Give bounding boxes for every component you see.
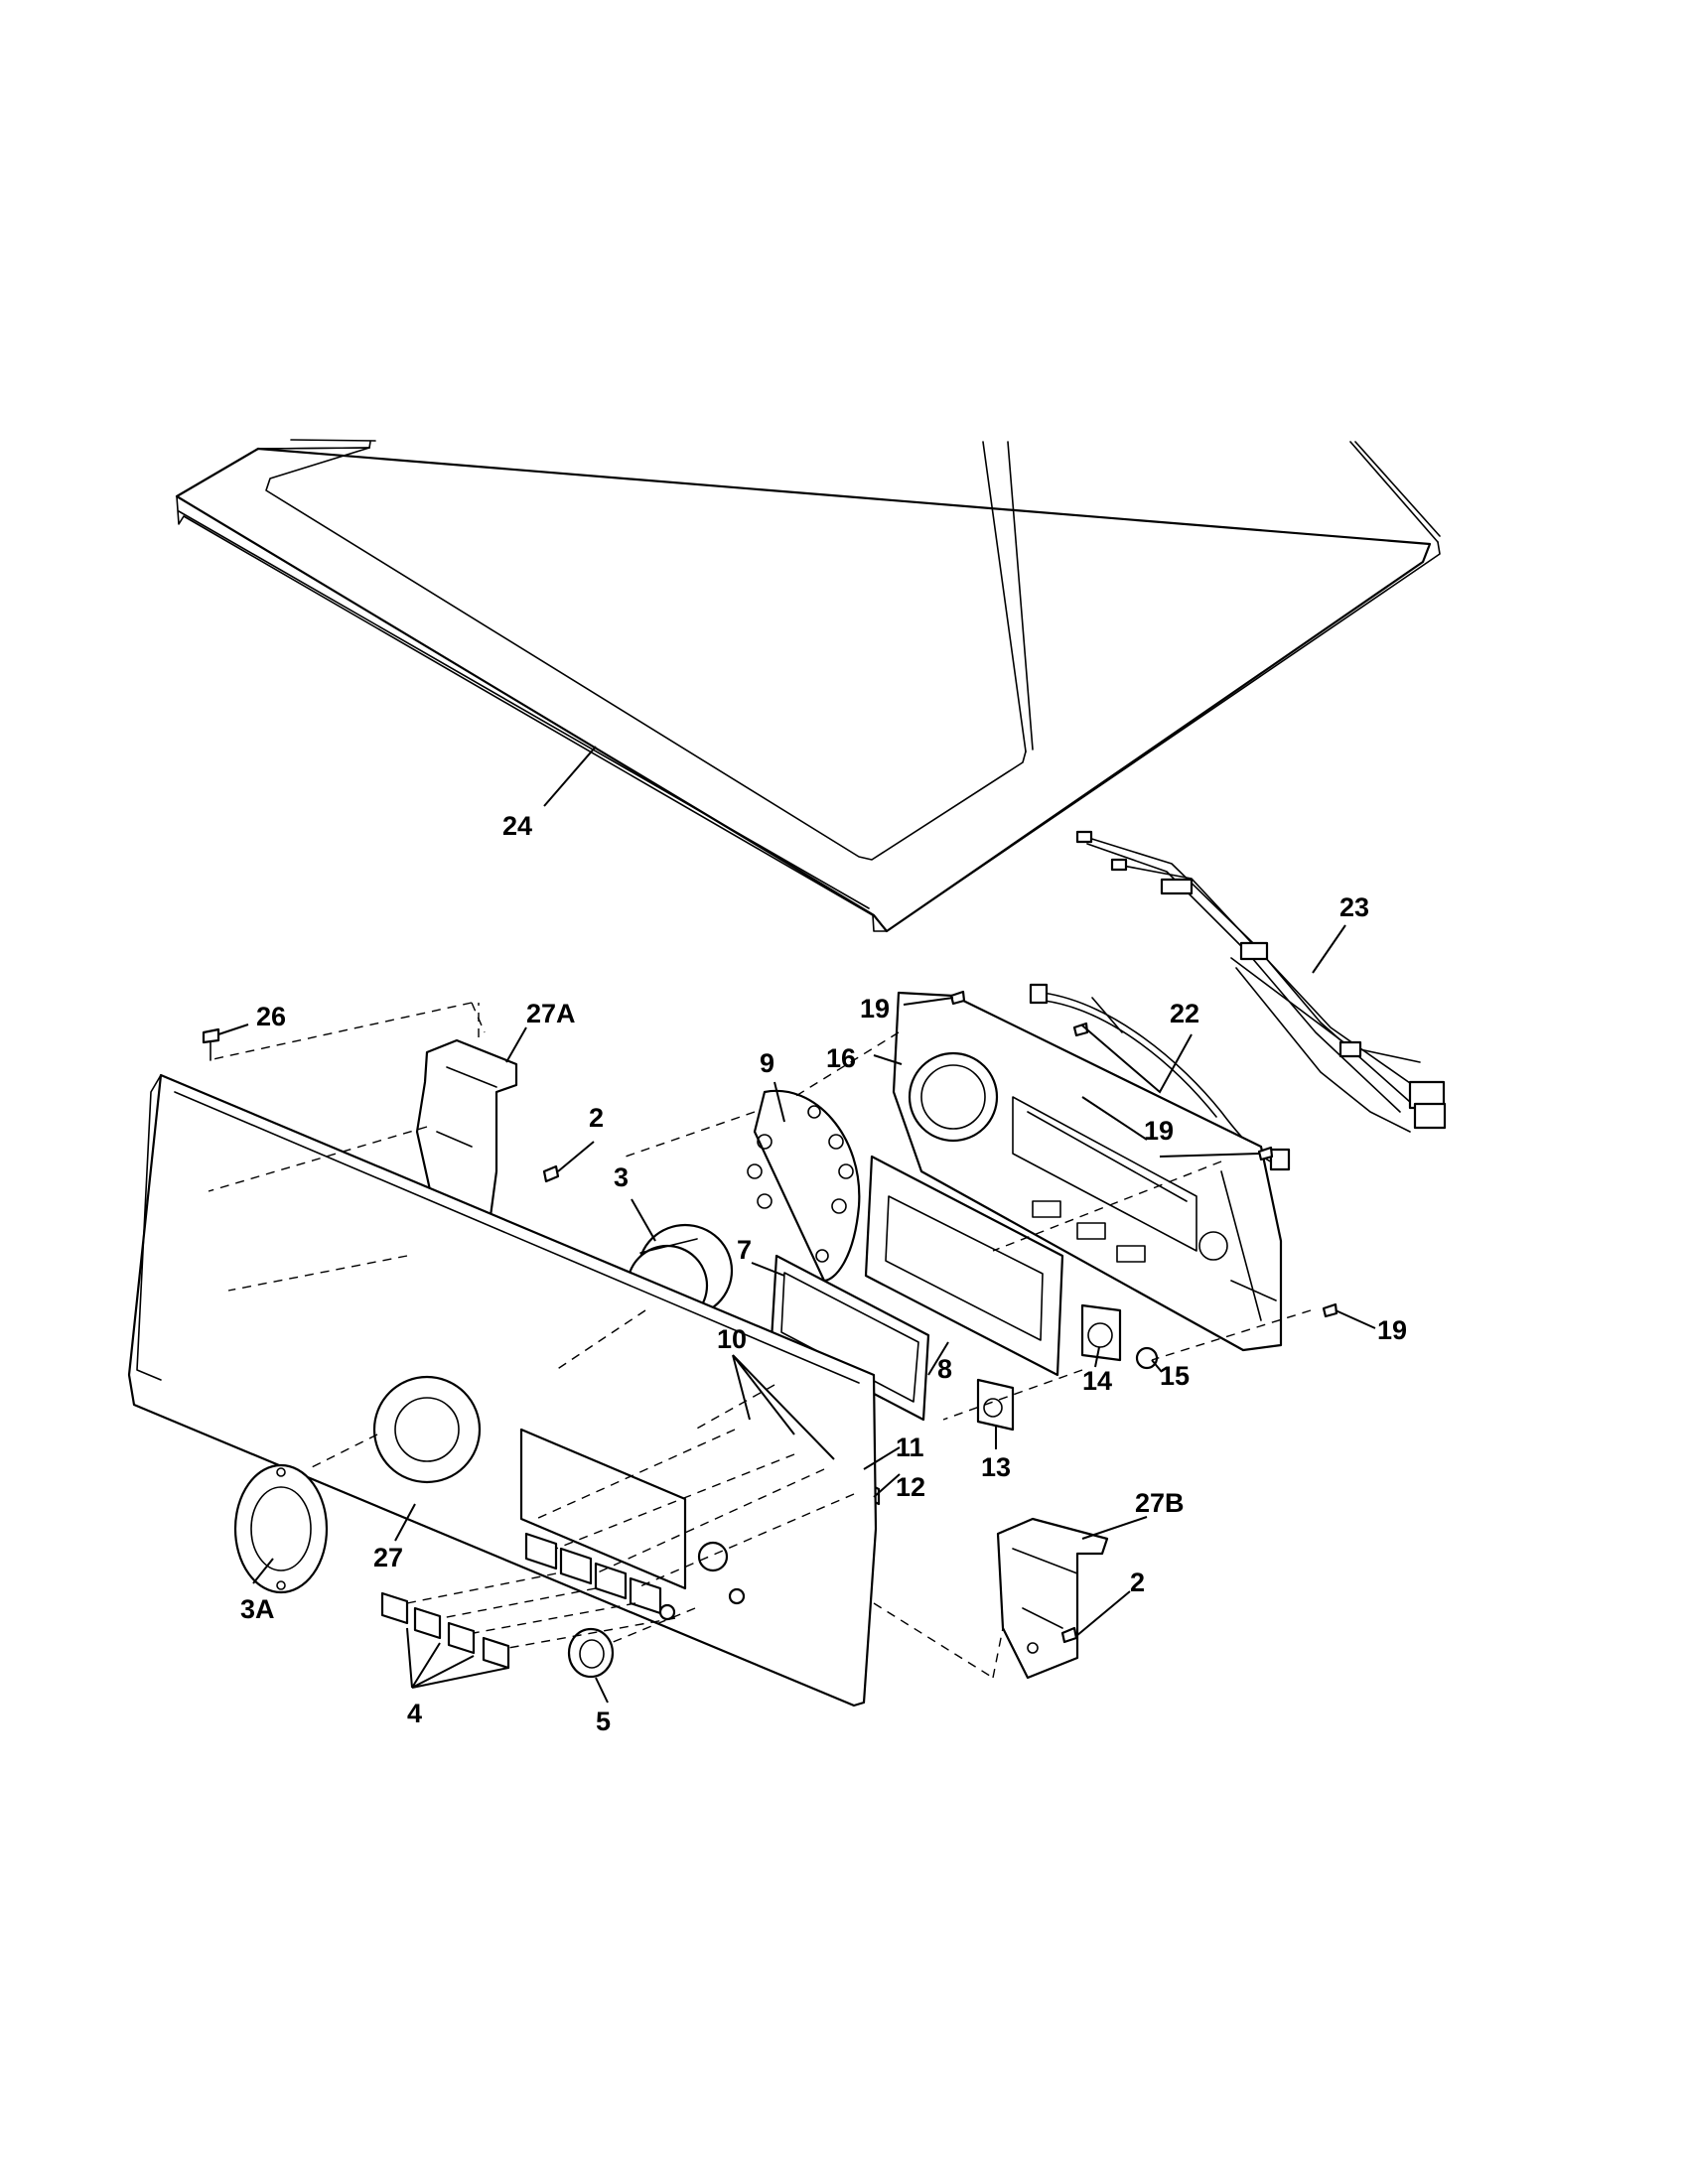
callout-23: 23 — [1339, 892, 1369, 922]
encoder-14 — [1080, 1303, 1122, 1362]
top-panel — [175, 439, 1441, 933]
callout-27b: 27B — [1135, 1488, 1185, 1518]
callout-27a: 27A — [526, 999, 576, 1028]
light-ring — [747, 1089, 861, 1283]
callout-labels: 24 23 22 19 19 19 16 9 26 27A 2 3 7 8 10… — [240, 811, 1407, 1736]
ring-5 — [567, 1627, 615, 1679]
callout-12: 12 — [896, 1472, 925, 1502]
callout-19-mid: 19 — [1144, 1116, 1174, 1146]
screws — [202, 990, 1338, 1644]
callout-19-right: 19 — [1377, 1315, 1407, 1345]
display-lens — [770, 1254, 930, 1422]
callout-8: 8 — [937, 1354, 952, 1384]
callout-15: 15 — [1160, 1361, 1190, 1391]
wire-harness — [1075, 830, 1447, 1133]
callout-16: 16 — [826, 1043, 856, 1073]
button-15 — [1135, 1346, 1159, 1370]
callout-13: 13 — [981, 1452, 1011, 1482]
ring-3a — [233, 1463, 329, 1594]
projection-lines — [208, 1002, 1312, 1679]
callout-24: 24 — [502, 811, 532, 841]
bracket-27b — [996, 1517, 1109, 1680]
callout-22: 22 — [1170, 999, 1199, 1028]
callout-9: 9 — [760, 1048, 774, 1078]
control-board — [892, 991, 1283, 1352]
callout-3a: 3A — [240, 1594, 275, 1624]
callout-11: 11 — [896, 1433, 924, 1462]
display-board — [864, 1155, 1064, 1377]
callout-10: 10 — [717, 1324, 747, 1354]
callout-4: 4 — [407, 1699, 422, 1728]
callout-2-top: 2 — [589, 1103, 604, 1133]
callout-5: 5 — [596, 1706, 611, 1736]
callout-7: 7 — [737, 1235, 752, 1265]
switch-13 — [976, 1378, 1015, 1432]
callout-2-bottom: 2 — [1130, 1568, 1145, 1597]
wire-22 — [1029, 983, 1291, 1171]
callout-26: 26 — [256, 1002, 286, 1031]
leaders — [217, 746, 1376, 1704]
callout-3: 3 — [614, 1162, 629, 1192]
callout-19-top: 19 — [860, 994, 890, 1024]
callout-27: 27 — [373, 1543, 403, 1572]
callout-14: 14 — [1082, 1366, 1112, 1396]
console-panel — [127, 1073, 878, 1707]
